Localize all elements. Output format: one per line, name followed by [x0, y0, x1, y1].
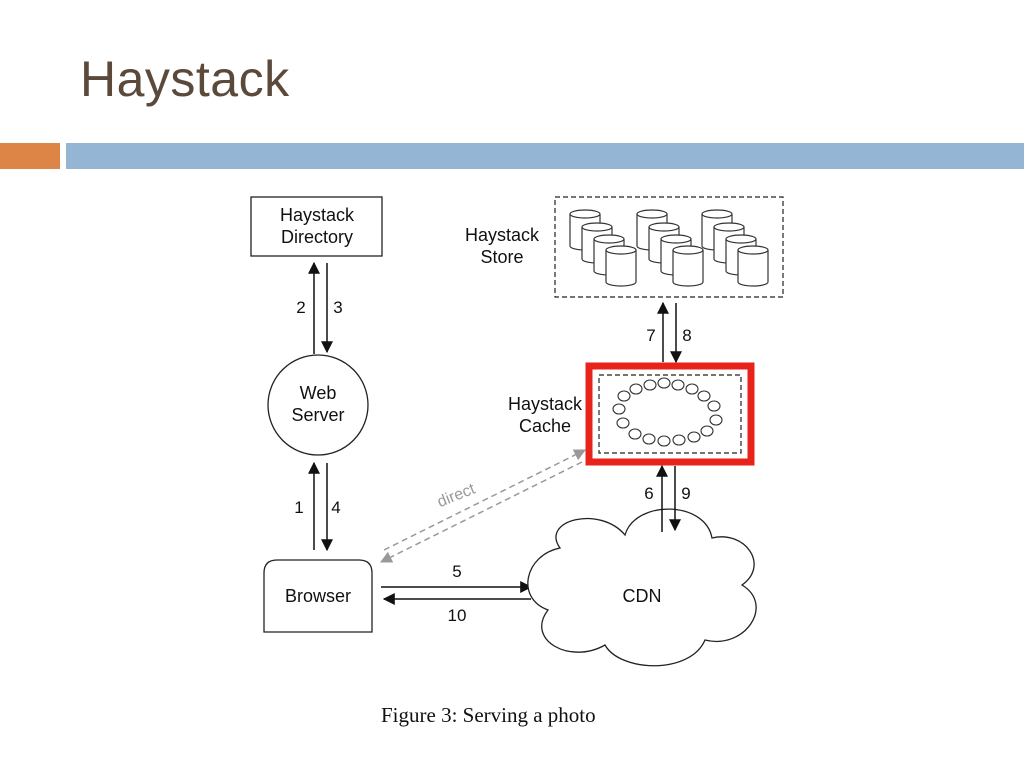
cache-label-line1: Haystack [508, 394, 583, 414]
haystack-store-node: Haystack Store [465, 196, 784, 298]
directory-label-line1: Haystack [280, 205, 355, 225]
direct-arrow-to-cache [383, 449, 587, 551]
accent-bar-orange [0, 143, 60, 169]
accent-bar-blue [66, 143, 1024, 169]
slide-title: Haystack [80, 51, 290, 107]
directory-label-line2: Directory [281, 227, 353, 247]
web-server-label-line2: Server [291, 405, 344, 425]
browser-label: Browser [285, 586, 351, 606]
cdn-label: CDN [623, 586, 662, 606]
haystack-directory-node: Haystack Directory [250, 196, 383, 257]
haystack-cache-node: Haystack Cache [508, 362, 755, 466]
direct-label: direct [435, 480, 478, 511]
edge-label-1: 1 [294, 498, 303, 517]
direct-arrow-to-browser [379, 461, 583, 563]
figure-caption: Figure 3: Serving a photo [381, 703, 596, 727]
cdn-node: CDN [527, 508, 757, 667]
cache-ring [612, 377, 723, 447]
edge-label-10: 10 [448, 606, 467, 625]
edge-label-2: 2 [296, 298, 305, 317]
web-server-label-line1: Web [300, 383, 337, 403]
cache-highlight-box [585, 362, 755, 466]
edge-label-7: 7 [646, 326, 655, 345]
storage-cylinders-group-2 [636, 209, 704, 287]
storage-cylinders-group-1 [569, 209, 637, 287]
edge-label-5: 5 [452, 562, 461, 581]
storage-cylinders-group-3 [701, 209, 769, 287]
browser-node: Browser [263, 559, 373, 633]
edge-label-9: 9 [681, 484, 690, 503]
store-label-line1: Haystack [465, 225, 540, 245]
edge-label-4: 4 [331, 498, 340, 517]
web-server-node: Web Server [267, 354, 369, 456]
edge-label-6: 6 [644, 484, 653, 503]
store-label-line2: Store [480, 247, 523, 267]
cache-label-line2: Cache [519, 416, 571, 436]
edge-label-3: 3 [333, 298, 342, 317]
edge-label-8: 8 [682, 326, 691, 345]
